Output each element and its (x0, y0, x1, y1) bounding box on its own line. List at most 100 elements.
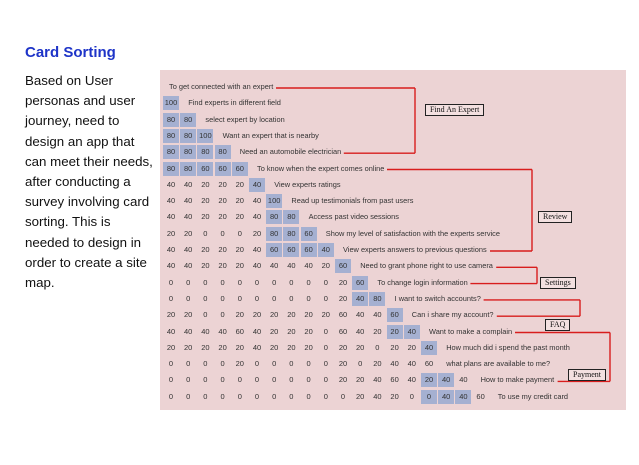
matrix-cell: 0 (409, 391, 414, 401)
matrix-cell: 0 (203, 375, 208, 385)
matrix-cell: 20 (270, 326, 279, 336)
matrix-cell: 20 (338, 359, 348, 369)
matrix-cell: 0 (186, 293, 191, 303)
matrix-cell: 60 (352, 275, 369, 290)
matrix-cell: 60 (214, 161, 231, 176)
matrix-cell: 0 (220, 277, 225, 287)
matrix-cell: 0 (220, 293, 225, 303)
matrix-cell: 80 (197, 145, 214, 160)
matrix-cell: 20 (356, 375, 365, 385)
matrix-cell: 20 (304, 310, 313, 320)
matrix-cell: 40 (373, 375, 382, 385)
matrix-cell: 40 (304, 261, 313, 271)
matrix-cell: 20 (235, 212, 244, 222)
matrix-cell: 20 (235, 179, 244, 189)
matrix-cell: 80 (266, 210, 283, 225)
matrix-cell: 40 (356, 326, 365, 336)
card-label: what plans are available to me? (446, 359, 551, 369)
matrix-cell: 0 (289, 359, 294, 369)
matrix-cell: 20 (184, 228, 193, 238)
matrix-cell: 0 (254, 277, 260, 287)
matrix-cell: 20 (338, 342, 348, 352)
matrix-cell: 0 (203, 391, 208, 401)
matrix-cell: 60 (386, 308, 403, 323)
group-brackets (276, 87, 611, 383)
matrix-cell: 40 (184, 196, 193, 206)
card-label: To use my credit card (497, 391, 569, 401)
matrix-cell: 0 (323, 359, 328, 369)
matrix-cell: 0 (272, 277, 277, 287)
matrix-cell: 80 (180, 128, 197, 143)
matrix-cell: 80 (163, 112, 179, 127)
matrix-cell: 20 (235, 342, 244, 352)
matrix-cell: 20 (218, 342, 227, 352)
matrix-cell: 20 (218, 212, 227, 222)
matrix-cell: 20 (270, 342, 279, 352)
matrix-cell: 20 (166, 310, 176, 320)
matrix-cell: 0 (289, 277, 294, 287)
matrix-cell: 60 (266, 243, 283, 257)
matrix-cell: 0 (323, 391, 328, 401)
card-label: To know when the expert comes online (257, 163, 385, 173)
matrix-cell: 40 (407, 359, 416, 369)
matrix-cell: 40 (218, 326, 227, 336)
matrix-cell: 0 (186, 375, 191, 385)
matrix-cell: 0 (168, 293, 174, 303)
matrix-cell: 20 (166, 228, 176, 238)
matrix-cell: 80 (163, 161, 179, 176)
card-label: How much did i spend the past month (446, 342, 570, 352)
matrix-cell: 0 (272, 359, 277, 369)
matrix-cell: 20 (184, 342, 193, 352)
matrix-cell: 40 (252, 196, 262, 206)
matrix-cell: 100 (197, 128, 214, 143)
matrix-cell: 0 (254, 375, 260, 385)
matrix-cell: 20 (166, 342, 176, 352)
matrix-cell: 20 (252, 310, 262, 320)
matrix-cell: 60 (338, 310, 348, 320)
matrix-cell: 80 (266, 226, 283, 241)
matrix-cell: 0 (289, 391, 294, 401)
matrix-cell: 0 (220, 228, 225, 238)
matrix-cell: 60 (390, 375, 399, 385)
matrix-cell: 0 (203, 359, 208, 369)
matrix-cell: 40 (166, 179, 176, 189)
matrix-cell: 0 (254, 359, 260, 369)
matrix-cell: 0 (168, 277, 174, 287)
matrix-cell: 0 (237, 375, 242, 385)
matrix-cell: 20 (235, 359, 244, 369)
matrix-cell: 80 (369, 291, 386, 306)
matrix-cell: 40 (352, 291, 369, 306)
matrix-cell: 0 (203, 293, 208, 303)
matrix-cell: 0 (254, 391, 260, 401)
matrix-cell: 40 (317, 243, 334, 257)
matrix-cell: 0 (421, 389, 437, 404)
card-label: To get connected with an expert (169, 82, 274, 91)
matrix-cell: 0 (168, 375, 174, 385)
matrix-cell: 20 (287, 342, 296, 352)
matrix-cell: 0 (289, 293, 294, 303)
matrix-cell: 0 (237, 293, 242, 303)
card-label: How to make payment (480, 375, 555, 385)
matrix-cell: 20 (356, 391, 365, 401)
matrix-cell: 20 (201, 179, 210, 189)
matrix-cell: 40 (184, 212, 193, 222)
card-label: I want to switch accounts? (394, 293, 481, 303)
matrix-cell: 20 (252, 228, 262, 238)
matrix-cell: 60 (424, 359, 434, 369)
card-label: Want to make a complain (429, 326, 513, 336)
matrix-cell: 20 (356, 342, 365, 352)
matrix-cell: 0 (272, 391, 277, 401)
matrix-cell: 0 (203, 277, 208, 287)
page-title: Card Sorting (25, 44, 116, 61)
matrix-cell: 40 (184, 326, 193, 336)
matrix-cell: 20 (235, 261, 244, 271)
matrix-cell: 0 (358, 359, 363, 369)
matrix-cell: 0 (340, 391, 346, 401)
card-label: Need an automobile electrician (239, 147, 342, 157)
matrix-cell: 20 (201, 261, 210, 271)
matrix-cell: 20 (338, 375, 348, 385)
matrix-cell: 20 (201, 196, 210, 206)
matrix-cell: 20 (407, 342, 416, 352)
matrix-cell: 40 (373, 391, 382, 401)
